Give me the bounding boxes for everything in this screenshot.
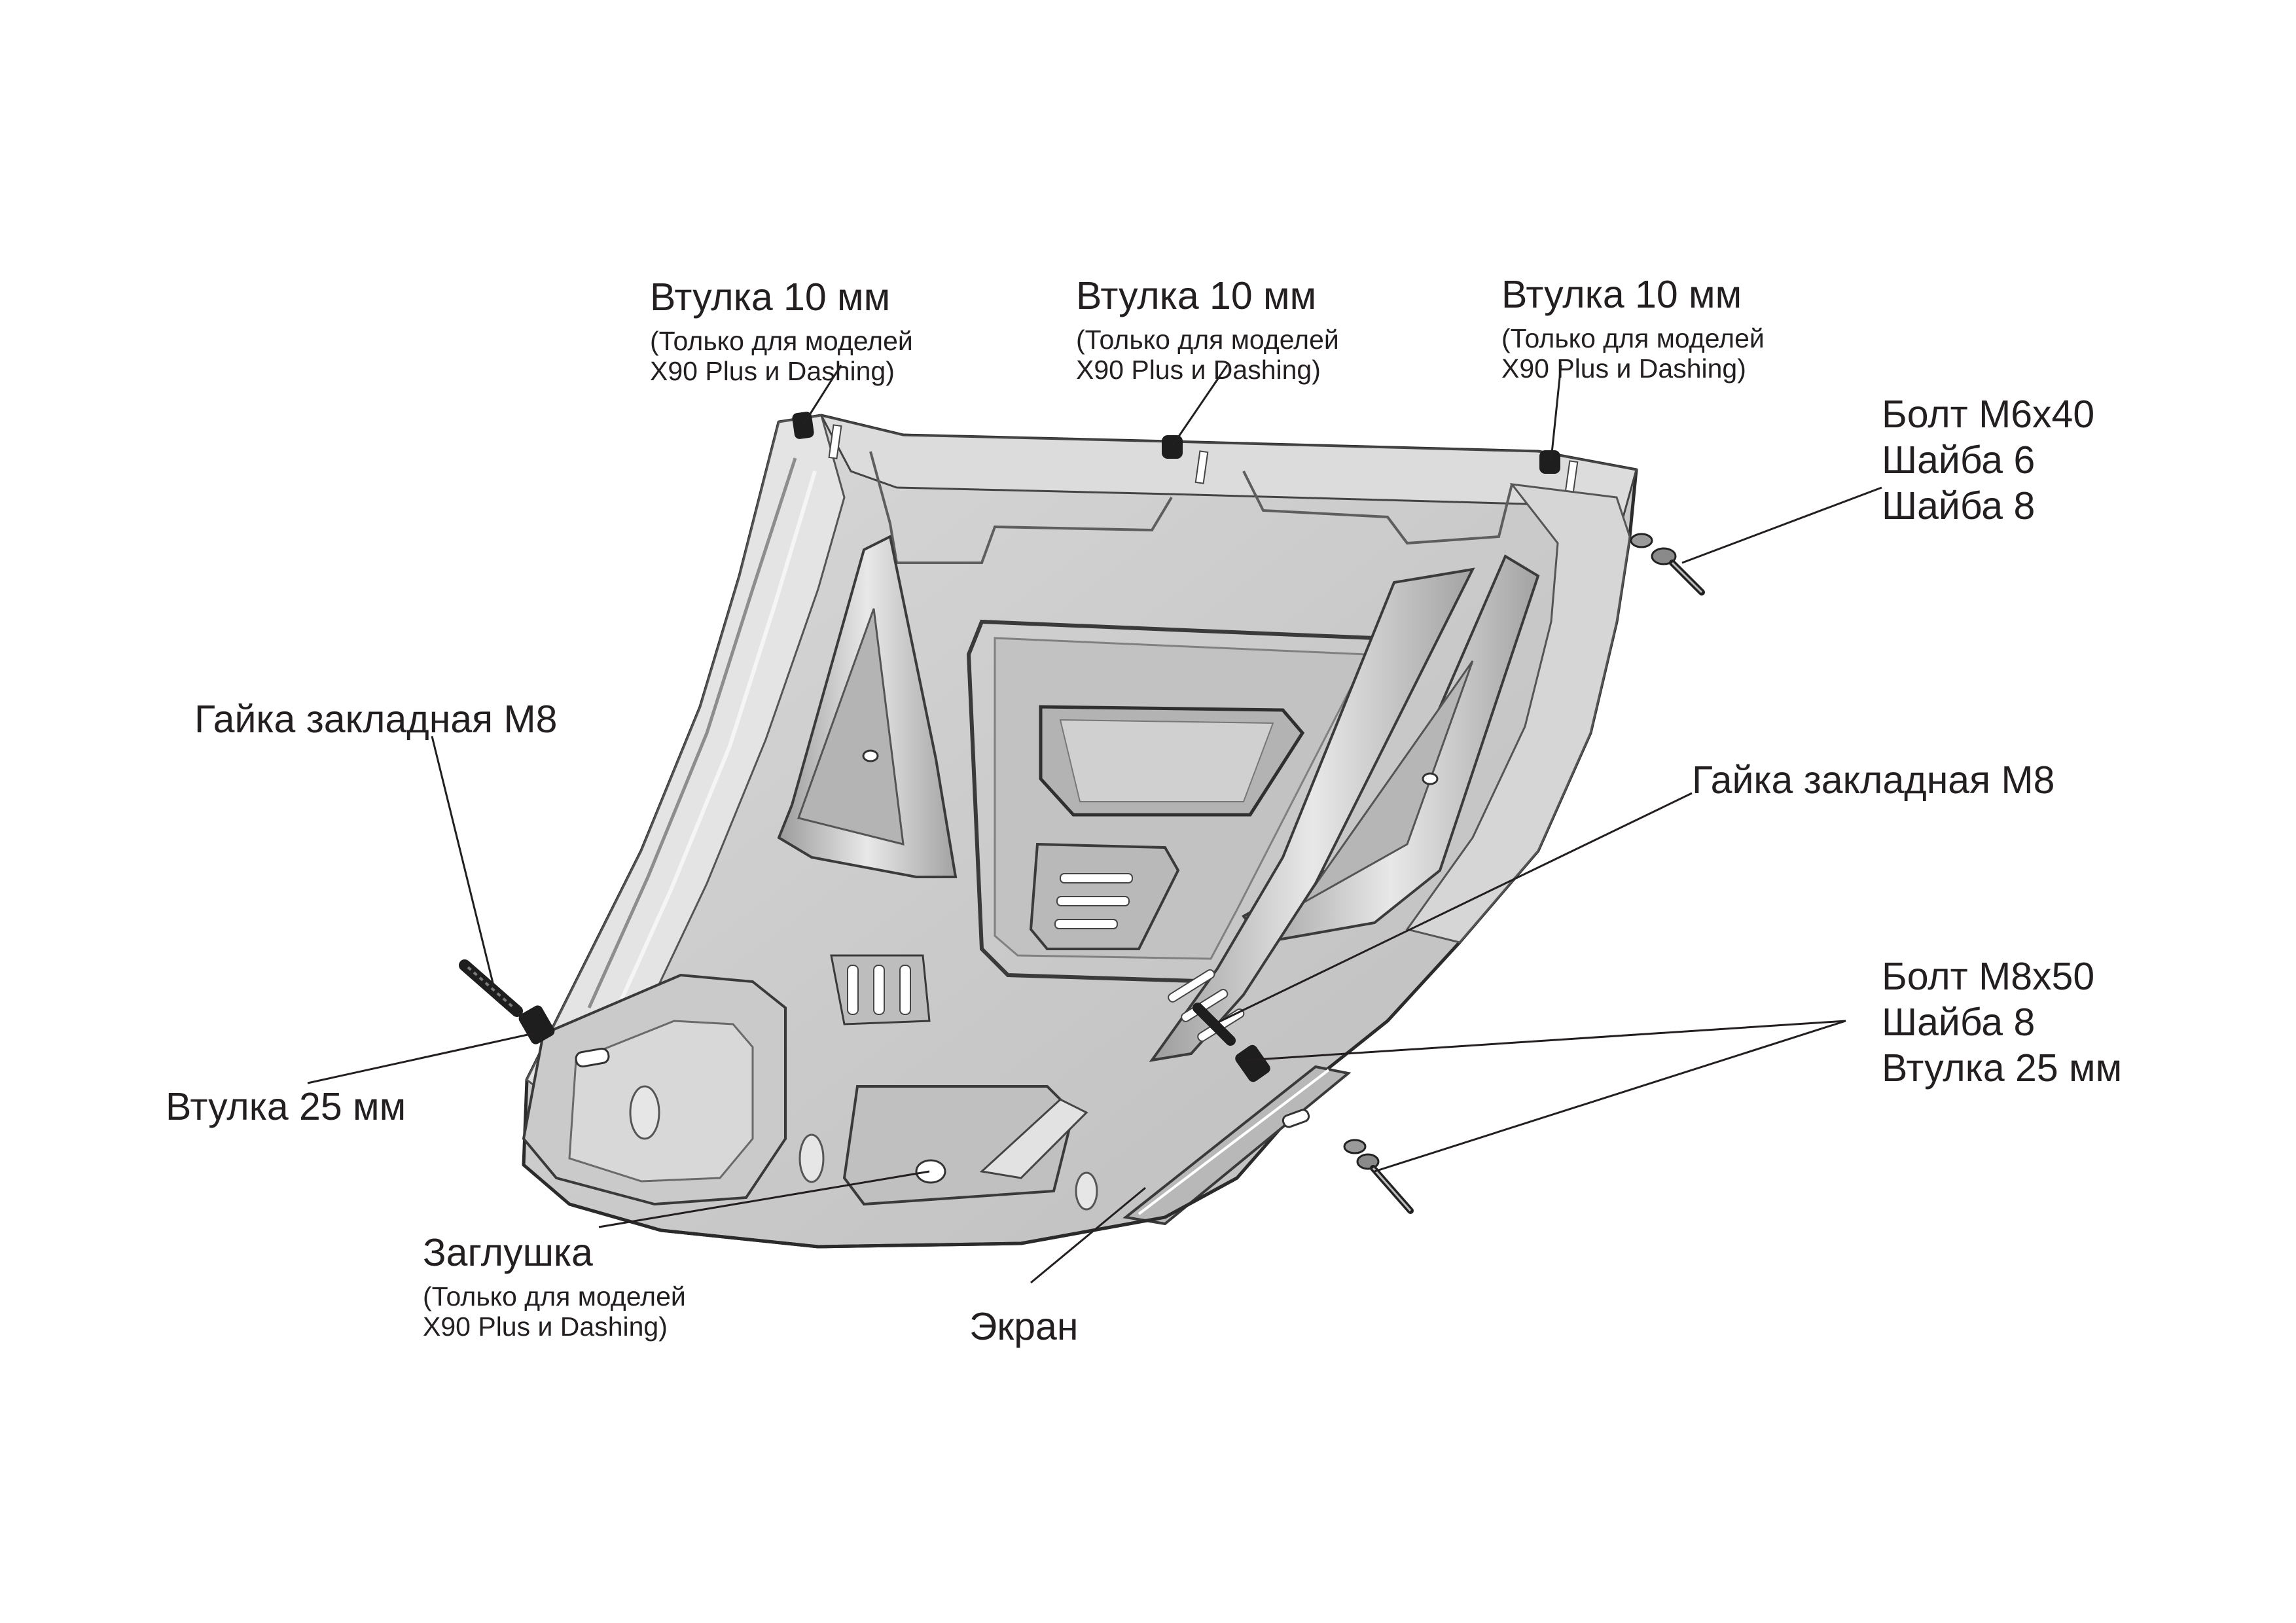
bushing-10-left-note-2: X90 Plus и Dashing) <box>650 356 895 387</box>
label-shield: Экран <box>969 1305 1079 1348</box>
leader-plug <box>598 1170 930 1228</box>
bolt-m6-assembly <box>1630 533 1705 596</box>
nut-m8-left-part <box>459 959 555 1044</box>
bushing-10-center-note-2: X90 Plus и Dashing) <box>1076 355 1321 385</box>
leader-shield <box>1030 1186 1146 1284</box>
bolt-m8-line-3: Втулка 25 мм <box>1882 1046 2123 1090</box>
leader-bolt-m8-a <box>1246 1020 1846 1061</box>
label-bushing-10-left: Втулка 10 мм (Только для моделей X90 Plu… <box>650 278 913 387</box>
plug-note-2: X90 Plus и Dashing) <box>423 1311 668 1342</box>
leader-nut-m8-left <box>431 736 495 989</box>
label-bushing-10-right: Втулка 10 мм (Только для моделей X90 Plu… <box>1501 276 1765 384</box>
bolt-m6-line-3: Шайба 8 <box>1882 484 2036 527</box>
label-bolt-m8-group: Болт М8х50 Шайба 8 Втулка 25 мм <box>1882 954 2122 1091</box>
bushing-10-left-part <box>792 412 814 439</box>
leader-bushing-25-left <box>307 1031 537 1084</box>
bushing-10-center-title: Втулка 10 мм <box>1076 274 1317 317</box>
bolt-m8-line-2: Шайба 8 <box>1882 1001 2036 1044</box>
bushing-10-center-part <box>1162 435 1183 459</box>
bolt-m6-line-2: Шайба 6 <box>1882 438 2036 482</box>
bushing-10-right-part <box>1539 450 1560 474</box>
leader-bushing-10-center <box>1172 365 1229 446</box>
bushing-10-left-note-1: (Только для моделей <box>650 326 913 356</box>
leader-bushing-10-right <box>1550 365 1562 460</box>
label-bolt-m6-group: Болт М6х40 Шайба 6 Шайба 8 <box>1882 391 2094 529</box>
label-nut-m8-left: Гайка закладная М8 <box>194 698 558 741</box>
bolt-m8-assembly <box>1343 1139 1414 1214</box>
bushing-10-right-note-2: X90 Plus и Dashing) <box>1501 353 1746 384</box>
skid-plate <box>522 414 1638 1249</box>
label-plug: Заглушка (Только для моделей X90 Plus и … <box>423 1234 686 1342</box>
leader-lines <box>307 365 1882 1284</box>
leader-bushing-10-left <box>802 365 842 425</box>
bushing-10-center-note-1: (Только для моделей <box>1076 325 1339 355</box>
leader-nut-m8-right <box>1213 792 1693 1026</box>
label-nut-m8-right: Гайка закладная М8 <box>1692 758 2055 802</box>
label-bushing-25-left: Втулка 25 мм <box>166 1085 406 1128</box>
bushing-10-right-title: Втулка 10 мм <box>1501 273 1742 316</box>
bolt-m6-line-1: Болт М6х40 <box>1882 393 2095 436</box>
plug-title: Заглушка <box>423 1231 593 1274</box>
plug-note-1: (Только для моделей <box>423 1281 686 1311</box>
leader-bolt-m8-b <box>1374 1020 1846 1173</box>
label-bushing-10-center: Втулка 10 мм (Только для моделей X90 Plu… <box>1076 277 1339 385</box>
bushing-10-right-note-1: (Только для моделей <box>1501 323 1765 353</box>
leader-bolt-m6 <box>1681 486 1882 564</box>
bolt-m8-line-1: Болт М8х50 <box>1882 955 2095 998</box>
bushing-10-left-title: Втулка 10 мм <box>650 276 891 319</box>
